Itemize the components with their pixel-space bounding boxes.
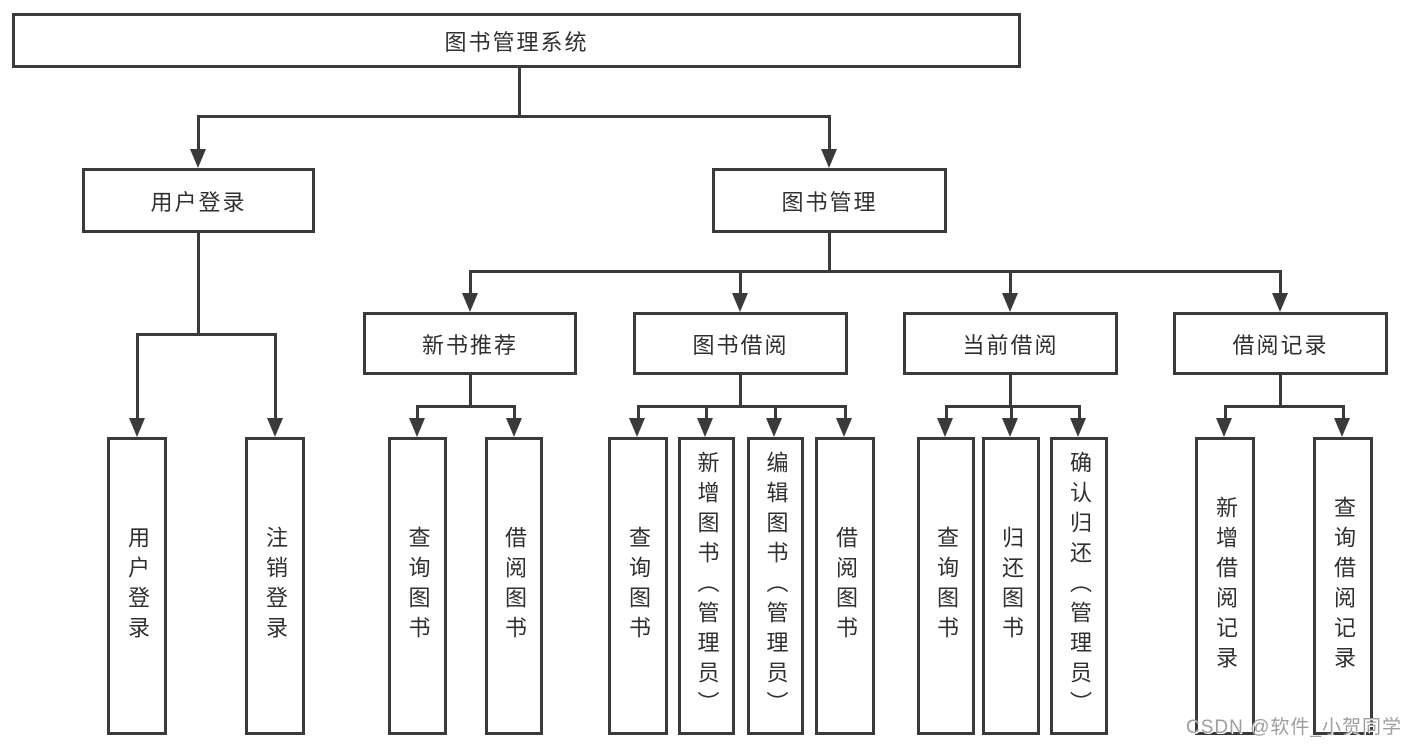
arrow-down-icon (190, 149, 206, 168)
connector-line (1224, 405, 1227, 419)
connector-line (945, 405, 948, 419)
arrow-down-icon (937, 418, 953, 437)
connector-line (197, 115, 200, 151)
leaf-confirm-return-admin: 确认归还（管理员） (1050, 437, 1108, 735)
arrow-down-icon (1216, 418, 1232, 437)
leaf-borrow-book: 借阅图书 (815, 437, 875, 735)
arrow-down-icon (462, 293, 478, 312)
node-book-management-label: 图书管理 (781, 189, 878, 215)
node-current-borrow: 当前借阅 (903, 312, 1118, 375)
leaf-query-borrow-record-label: 查询借阅记录 (1331, 496, 1356, 676)
leaf-query-book-current: 查询图书 (917, 437, 975, 735)
arrow-down-icon (836, 418, 852, 437)
connector-line (774, 405, 777, 419)
connector-line (469, 270, 472, 295)
connector-line (513, 405, 516, 419)
connector-level1-bar (197, 115, 831, 118)
arrow-down-icon (821, 149, 837, 168)
connector-newbook-stem (469, 375, 472, 407)
arrow-down-icon (1272, 293, 1288, 312)
leaf-query-borrow-record: 查询借阅记录 (1313, 437, 1373, 735)
arrow-down-icon (129, 418, 145, 437)
leaf-borrow-book-recommend-label: 借阅图书 (502, 526, 527, 646)
connector-bookmgmt-stem (828, 233, 831, 273)
connector-record-stem (1279, 375, 1282, 407)
leaf-edit-book-admin-label: 编辑图书（管理员） (763, 451, 789, 721)
node-book-borrow: 图书借阅 (633, 312, 848, 375)
leaf-logout: 注销登录 (245, 437, 305, 735)
leaf-confirm-return-admin-label: 确认归还（管理员） (1067, 451, 1092, 721)
connector-borrow-stem (739, 375, 742, 407)
leaf-query-book-current-label: 查询图书 (934, 526, 959, 646)
connector-line (1342, 405, 1345, 419)
leaf-borrow-book-label: 借阅图书 (833, 526, 858, 646)
leaf-borrow-book-recommend: 借阅图书 (485, 437, 543, 735)
connector-level3-bar (469, 270, 1281, 273)
leaf-query-book-borrow-label: 查询图书 (626, 526, 651, 646)
connector-userlogin-stem (197, 233, 200, 335)
connector-borrow-bar (637, 405, 846, 408)
connector-line (1010, 405, 1013, 419)
node-user-login-label: 用户登录 (150, 189, 247, 215)
arrow-down-icon (1002, 418, 1018, 437)
arrow-down-icon (506, 418, 522, 437)
arrow-down-icon (629, 418, 645, 437)
connector-line (828, 115, 831, 151)
node-book-management: 图书管理 (712, 168, 947, 233)
connector-userlogin-bar (136, 333, 276, 336)
arrow-down-icon (1334, 418, 1350, 437)
connector-newbook-bar (416, 405, 515, 408)
connector-line (637, 405, 640, 419)
connector-root-stem (518, 68, 521, 117)
leaf-return-book-label: 归还图书 (999, 526, 1024, 646)
connector-current-stem (1009, 375, 1012, 407)
arrow-down-icon (409, 418, 425, 437)
arrow-down-icon (732, 293, 748, 312)
node-book-borrow-label: 图书借阅 (692, 332, 789, 358)
node-new-book-recommend: 新书推荐 (363, 312, 577, 375)
node-root: 图书管理系统 (12, 13, 1021, 68)
connector-line (1009, 270, 1012, 295)
leaf-user-login: 用户登录 (107, 437, 167, 735)
arrow-down-icon (1002, 293, 1018, 312)
connector-line (1279, 270, 1282, 295)
arrow-down-icon (267, 418, 283, 437)
leaf-return-book: 归还图书 (982, 437, 1040, 735)
connector-line (416, 405, 419, 419)
leaf-query-book-recommend-label: 查询图书 (405, 526, 431, 646)
connector-line (274, 333, 277, 420)
node-current-borrow-label: 当前借阅 (962, 332, 1059, 358)
node-root-label: 图书管理系统 (444, 29, 589, 55)
arrow-down-icon (1070, 418, 1086, 437)
leaf-query-book-borrow: 查询图书 (608, 437, 668, 735)
arrow-down-icon (697, 418, 713, 437)
leaf-add-book-admin: 新增图书（管理员） (678, 437, 735, 735)
leaf-add-borrow-record: 新增借阅记录 (1195, 437, 1255, 735)
node-user-login: 用户登录 (82, 168, 315, 233)
leaf-add-book-admin-label: 新增图书（管理员） (694, 451, 720, 721)
connector-line (844, 405, 847, 419)
leaf-logout-label: 注销登录 (263, 526, 288, 646)
watermark: CSDN @软件_小贺同学 (1186, 717, 1402, 738)
leaf-edit-book-admin: 编辑图书（管理员） (747, 437, 804, 735)
arrow-down-icon (766, 418, 782, 437)
connector-line (1078, 405, 1081, 419)
leaf-add-borrow-record-label: 新增借阅记录 (1213, 496, 1238, 676)
node-new-book-recommend-label: 新书推荐 (421, 332, 518, 358)
leaf-user-login-label: 用户登录 (125, 526, 150, 646)
connector-line (705, 405, 708, 419)
connector-line (739, 270, 742, 295)
node-borrow-record: 借阅记录 (1173, 312, 1388, 375)
connector-line (136, 333, 139, 420)
node-borrow-record-label: 借阅记录 (1232, 332, 1329, 358)
leaf-query-book-recommend: 查询图书 (388, 437, 447, 735)
connector-record-bar (1224, 405, 1344, 408)
